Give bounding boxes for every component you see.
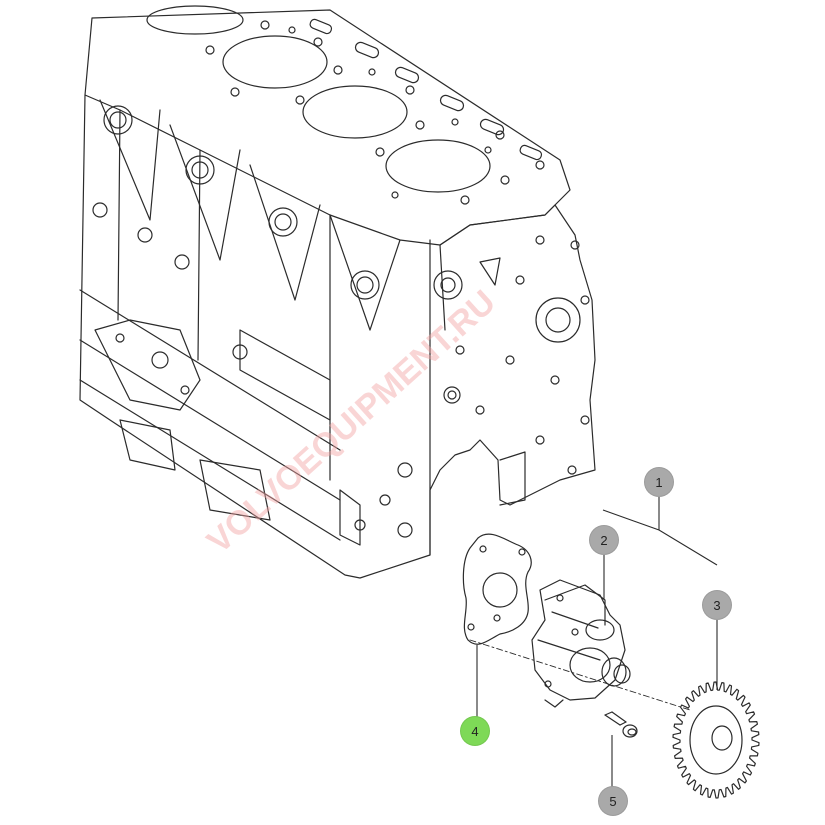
- engine-block: [79, 5, 596, 579]
- callout-4-label: 4: [471, 723, 479, 739]
- leader-line-1-bracket: [602, 509, 718, 566]
- callout-3[interactable]: 3: [702, 590, 732, 620]
- callout-1[interactable]: 1: [644, 467, 674, 497]
- callout-1-label: 1: [655, 474, 663, 490]
- callout-3-label: 3: [713, 597, 721, 613]
- callout-2[interactable]: 2: [589, 525, 619, 555]
- pump-gasket: [462, 533, 532, 645]
- watermark-text: VOLVOEQUIPMENT.RU: [200, 283, 503, 561]
- watermark: VOLVOEQUIPMENT.RU: [200, 283, 503, 561]
- mounting-bolt: [604, 711, 638, 738]
- callout-5[interactable]: 5: [598, 786, 628, 816]
- oil-pump-body: [531, 579, 631, 708]
- callout-2-label: 2: [600, 532, 608, 548]
- callout-4[interactable]: 4: [460, 716, 490, 746]
- callout-5-label: 5: [609, 793, 617, 809]
- pump-drive-gear: [672, 681, 760, 799]
